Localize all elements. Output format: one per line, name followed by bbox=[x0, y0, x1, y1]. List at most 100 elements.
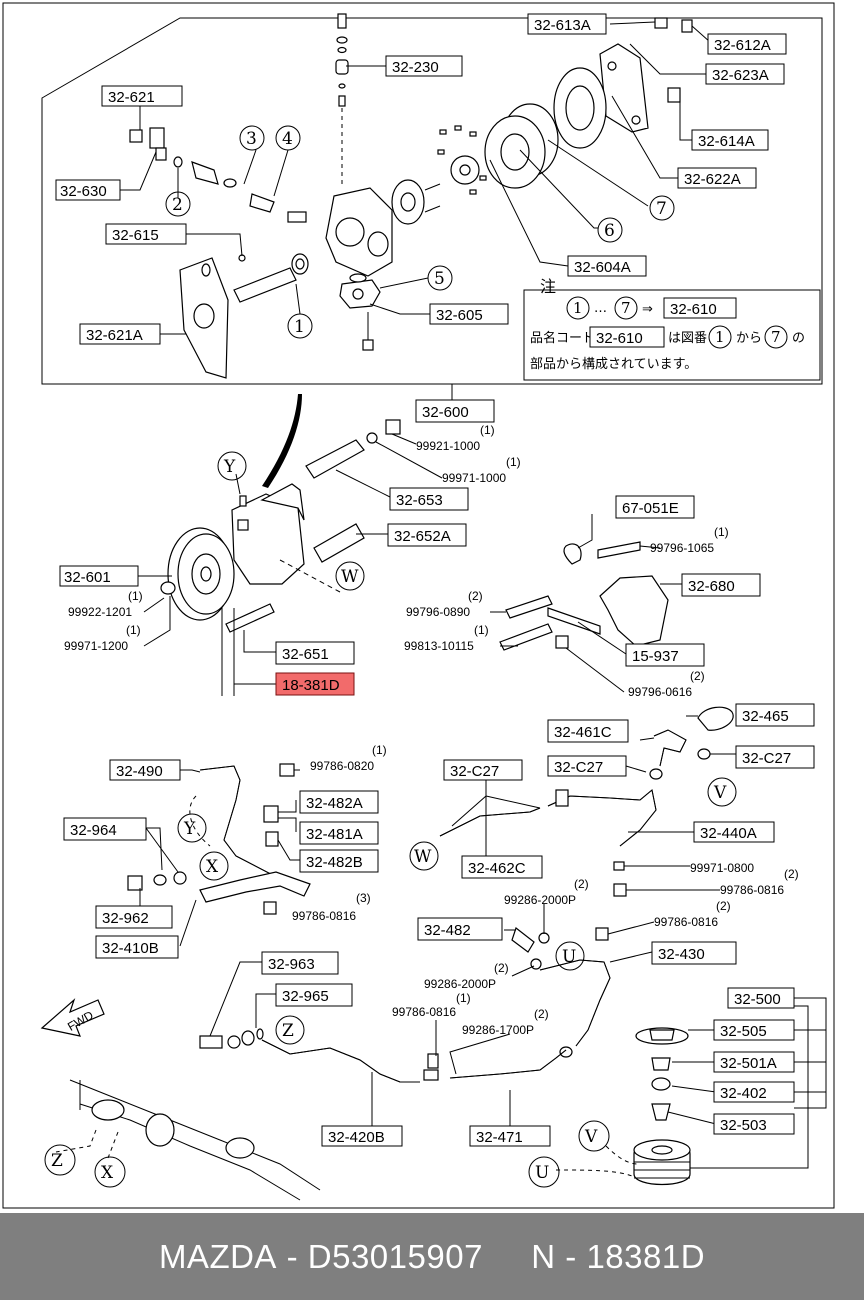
label-32-430: 32-430 bbox=[658, 946, 705, 963]
label-32-622A: 32-622A bbox=[684, 171, 741, 188]
callout-4: 4 bbox=[282, 129, 293, 149]
qty-99971-1000: (1) bbox=[506, 455, 521, 469]
footer-bar: MAZDA - D53015907 N - 18381D bbox=[0, 1213, 864, 1300]
highlight-18-381D bbox=[275, 672, 355, 696]
note-line2-d: の bbox=[792, 331, 805, 346]
note-circle-1: 1 bbox=[573, 299, 583, 317]
callout-5: 5 bbox=[434, 269, 445, 289]
callout-7: 7 bbox=[656, 199, 667, 219]
label-32-C27-b: 32-C27 bbox=[554, 759, 603, 776]
label-32-963: 32-963 bbox=[268, 956, 315, 973]
part-99971-0800: 99971-0800 bbox=[690, 861, 754, 875]
steering-gear: FWD Z X bbox=[40, 998, 321, 1201]
label-32-481A: 32-481A bbox=[306, 826, 363, 843]
qty-99286-1700P: (2) bbox=[534, 1007, 549, 1021]
qty-99971-1200: (1) bbox=[126, 623, 141, 637]
callout-W-mid: W bbox=[341, 567, 359, 587]
footer-brand: MAZDA bbox=[158, 1237, 277, 1275]
label-32-490: 32-490 bbox=[116, 763, 163, 780]
callout-Y-mid: Y bbox=[223, 457, 236, 477]
part-99786-0816-c: 99786-0816 bbox=[654, 915, 718, 929]
labels-reservoir: 32-500 32-505 32-501A 32-402 32-503 V U bbox=[528, 987, 795, 1188]
part-99286-2000P-a: 99286-2000P bbox=[504, 893, 576, 907]
label-32-653: 32-653 bbox=[396, 492, 443, 509]
labels-hose-left: 32-490 (1) 99786-0820 32-482A 32-481A 32… bbox=[63, 743, 387, 959]
part-99971-1200: 99971-1200 bbox=[64, 639, 128, 653]
footer-sep2: - bbox=[555, 1237, 587, 1275]
labels-pipes-right: 32-C27 32-C27 32-461C 32-465 32-C27 32-4… bbox=[409, 703, 815, 991]
part-99786-0816-b: 99786-0816 bbox=[292, 909, 356, 923]
pump-assembly bbox=[160, 384, 453, 696]
part-99922-1201: 99922-1201 bbox=[68, 605, 132, 619]
label-67-051E: 67-051E bbox=[622, 500, 679, 517]
part-99286-2000P-b: 99286-2000P bbox=[424, 977, 496, 991]
part-99796-0616: 99796-0616 bbox=[628, 685, 692, 699]
note-arrow: ⇒ bbox=[642, 302, 653, 317]
label-32-964: 32-964 bbox=[70, 822, 117, 839]
outer-frame bbox=[2, 2, 835, 1209]
label-32-471: 32-471 bbox=[476, 1129, 523, 1146]
label-32-630: 32-630 bbox=[60, 183, 107, 200]
note-circle-7: 7 bbox=[621, 299, 631, 317]
label-32-601: 32-601 bbox=[64, 569, 111, 586]
qty-99813-10115: (1) bbox=[474, 623, 489, 637]
label-32-652A: 32-652A bbox=[394, 528, 451, 545]
callouts-top: 3 4 2 5 1 6 7 bbox=[165, 125, 675, 339]
label-32-505: 32-505 bbox=[720, 1023, 767, 1040]
hose-left bbox=[127, 763, 311, 947]
labels-mid: 32-600 (1) 99921-1000 (1) 99971-1000 32-… bbox=[59, 399, 521, 696]
label-32-482B: 32-482B bbox=[306, 854, 363, 871]
label-32-500: 32-500 bbox=[734, 991, 781, 1008]
callout-3: 3 bbox=[246, 129, 257, 149]
qty-99786-0816-c: (2) bbox=[716, 899, 731, 913]
qty-99786-0820: (1) bbox=[372, 743, 387, 757]
label-32-621: 32-621 bbox=[108, 89, 155, 106]
parts-diagram: 32-613A 32-612A 32-623A 32-230 32-621 32… bbox=[2, 2, 835, 1209]
label-18-381D: 18-381D bbox=[282, 677, 340, 694]
label-32-462C: 32-462C bbox=[468, 860, 526, 877]
return-hoses bbox=[199, 961, 567, 1126]
label-32-614A: 32-614A bbox=[698, 133, 755, 150]
label-32-962: 32-962 bbox=[102, 910, 149, 927]
callout-6: 6 bbox=[604, 221, 615, 241]
label-32-680: 32-680 bbox=[688, 578, 735, 595]
note-box: 注 1 … 7 ⇒ 32-610 品名コード 32-610 は図番 1 から 7… bbox=[523, 277, 821, 381]
label-32-604A: 32-604A bbox=[574, 259, 631, 276]
label-32-615: 32-615 bbox=[112, 227, 159, 244]
bracket-group bbox=[490, 514, 682, 693]
callout-V-upper: V bbox=[713, 783, 727, 803]
qty-99786-0816-d: (1) bbox=[456, 991, 471, 1005]
note-line3: 部品から構成されています。 bbox=[530, 357, 697, 372]
footer-gap bbox=[483, 1238, 531, 1276]
label-32-465: 32-465 bbox=[742, 708, 789, 725]
qty-99286-2000P-b: (2) bbox=[494, 961, 509, 975]
callout-U-upper: U bbox=[562, 947, 576, 967]
label-15-937: 15-937 bbox=[632, 648, 679, 665]
part-99796-0890: 99796-0890 bbox=[406, 605, 470, 619]
footer-n-label: N bbox=[531, 1237, 556, 1275]
callout-1: 1 bbox=[294, 317, 305, 337]
callout-V-lower: V bbox=[584, 1127, 598, 1147]
note-circle-1b: 1 bbox=[715, 328, 725, 346]
labels-top: 32-613A 32-612A 32-623A 32-230 32-621 32… bbox=[55, 13, 787, 345]
note-ellipsis: … bbox=[594, 301, 607, 316]
reservoir-group bbox=[555, 997, 827, 1186]
note-line2-c: から bbox=[736, 331, 762, 346]
part-99786-0816-d: 99786-0816 bbox=[392, 1005, 456, 1019]
part-99786-0820: 99786-0820 bbox=[310, 759, 374, 773]
label-32-C27-c: 32-C27 bbox=[742, 750, 791, 767]
footer-part-number: D53015907 bbox=[307, 1237, 483, 1275]
qty-99796-0616: (2) bbox=[690, 669, 705, 683]
callout-W-lower: W bbox=[414, 847, 432, 867]
label-32-C27-a: 32-C27 bbox=[450, 763, 499, 780]
part-99796-1065: 99796-1065 bbox=[650, 541, 714, 555]
qty-99796-0890: (2) bbox=[468, 589, 483, 603]
fwd-arrow bbox=[40, 998, 105, 1037]
label-32-613A: 32-613A bbox=[534, 17, 591, 34]
qty-99786-0816-b: (3) bbox=[356, 891, 371, 905]
part-99921-1000: 99921-1000 bbox=[416, 439, 480, 453]
part-99786-0816-a: 99786-0816 bbox=[720, 883, 784, 897]
qty-99796-1065: (1) bbox=[714, 525, 729, 539]
callout-Z-lower: Z bbox=[51, 1151, 63, 1171]
note-line2-a: 品名コード bbox=[530, 330, 595, 346]
